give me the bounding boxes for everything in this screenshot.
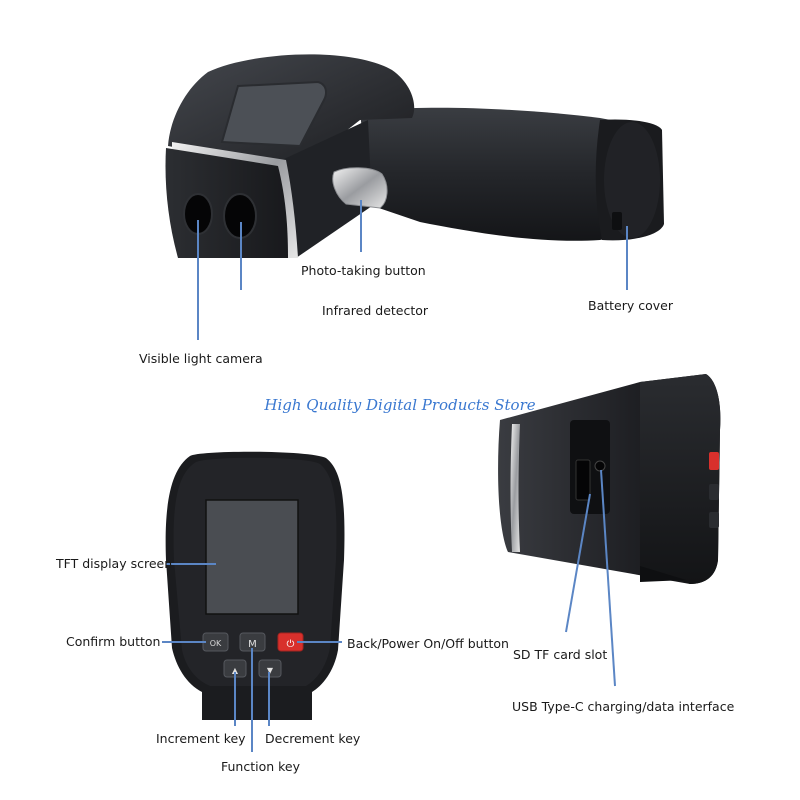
leader-sd-slot [565, 493, 591, 633]
confirm-key: OK [202, 632, 229, 652]
label-decrement-key: Decrement key [265, 731, 361, 746]
device-side-front [640, 374, 721, 584]
usb-port-shape [594, 460, 606, 472]
device-side-view [498, 374, 721, 584]
tft-display-screen [205, 499, 299, 615]
photo-trigger [332, 167, 388, 209]
label-infrared-detector: Infrared detector [322, 303, 429, 318]
down-arrow-icon: ▼ [267, 666, 274, 675]
label-visible-light-camera: Visible light camera [139, 351, 263, 366]
function-key-label: M [248, 639, 257, 650]
label-photo-taking-button: Photo-taking button [301, 263, 426, 278]
sd-slot-shape [575, 459, 591, 501]
side-chrome-band [510, 424, 520, 552]
label-function-key: Function key [221, 759, 301, 774]
device-grip [360, 107, 640, 241]
up-arrow-icon: ▲ [232, 666, 239, 675]
decrement-key: ▼ [258, 659, 282, 678]
label-back-power-button: Back/Power On/Off button [347, 636, 509, 651]
device-head-side [282, 120, 372, 258]
label-increment-key: Increment key [156, 731, 246, 746]
rear-screen-window [220, 80, 327, 148]
leader-usb [600, 469, 616, 687]
label-usb-type-c: USB Type-C charging/data interface [512, 699, 735, 714]
store-watermark: High Quality Digital Products Store [264, 396, 536, 414]
side-red-button [709, 452, 719, 470]
leader-lines [162, 200, 628, 752]
power-icon: ⏻ [287, 639, 295, 650]
device-angled-view [165, 54, 664, 258]
label-sd-tf-card-slot: SD TF card slot [513, 647, 608, 662]
label-tft-display-screen: TFT display screen [56, 556, 173, 571]
confirm-key-label: OK [210, 639, 222, 648]
label-battery-cover: Battery cover [588, 298, 673, 313]
device-front-view: OK M ⏻ ▲ ▼ [165, 451, 345, 720]
label-confirm-button: Confirm button [66, 634, 161, 649]
